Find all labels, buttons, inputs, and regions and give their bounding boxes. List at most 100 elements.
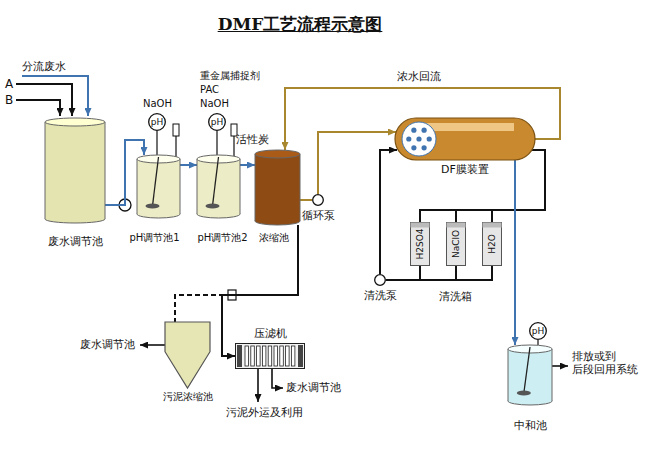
membrane-tube [416, 136, 421, 141]
tank-lid [447, 223, 466, 228]
flow-line [300, 199, 312, 201]
probe-circle [149, 114, 166, 131]
press-node: 压滤机 [235, 343, 305, 369]
node-shape [45, 118, 105, 223]
flow-line [386, 266, 420, 280]
flow-line [514, 160, 516, 345]
cone-node: 污泥浓缩池 [165, 322, 210, 388]
node-label: 废水调节池 [48, 235, 103, 248]
flow-line [492, 150, 545, 222]
stirrer-shaft [152, 157, 158, 206]
node-label: 压滤机 [254, 327, 287, 340]
cone-tank [165, 322, 210, 388]
flow-line [180, 164, 197, 166]
flow-line [380, 150, 397, 274]
flow-line [386, 266, 492, 280]
node-shape [137, 155, 180, 218]
node-shape [508, 345, 552, 405]
inlet-line [16, 100, 60, 116]
annotation: 清洗箱 [439, 290, 472, 303]
inlet-line [16, 84, 72, 116]
box-node: H2SO4 [410, 222, 430, 266]
node-label: pH [211, 117, 223, 128]
press-plate [274, 346, 278, 366]
flow-line [386, 266, 456, 280]
annotation: B [5, 93, 13, 107]
membrane-tube [422, 145, 427, 150]
stirrer-shaft [524, 347, 530, 393]
outlet-arrow [257, 369, 259, 402]
node-label: 浓缩池 [259, 232, 289, 244]
outlet-arrow [140, 344, 165, 346]
press-plate [257, 346, 261, 366]
tank-node: pH调节池2 [197, 155, 240, 218]
press-plate [280, 346, 284, 366]
node-label: 循环泵 [302, 209, 335, 222]
node-shape [395, 118, 535, 160]
membrane-end [402, 122, 436, 156]
press-head [237, 345, 242, 367]
tank-body [137, 159, 180, 214]
node-label: pH调节池2 [197, 232, 247, 244]
membrane-tube [411, 128, 416, 133]
node-label: pH [151, 117, 163, 128]
annotation: NaOH [200, 98, 229, 110]
node-label: DF膜装置 [441, 163, 489, 176]
annotation: 废水调节池 [80, 338, 135, 351]
node-shape [235, 343, 305, 369]
probe-node: pH [529, 322, 547, 340]
node-shape [165, 322, 210, 388]
tank-node: pH调节池1 [137, 155, 180, 218]
node-label: 中和池 [514, 419, 547, 432]
annotation: 重金属捕捉剂 [200, 70, 260, 82]
annotation: 分流废水 [22, 60, 66, 73]
tank-lid [483, 223, 502, 228]
flow-line [156, 131, 157, 155]
tank-wall [137, 159, 180, 214]
annotation: A [5, 77, 13, 91]
probe-circle [530, 323, 547, 340]
node-label: pH [532, 326, 544, 337]
node-shape [255, 150, 300, 225]
node-shape [197, 155, 240, 218]
flow-label: 浓水回流 [395, 70, 443, 83]
node-shape [374, 274, 386, 286]
tank-body [197, 159, 240, 214]
node-label: H2O [487, 234, 498, 254]
probe-node: pH [148, 113, 166, 131]
stirrer-shaft [212, 157, 218, 206]
node-label: 污泥浓缩池 [163, 391, 213, 403]
press-plate [245, 346, 249, 366]
tank-top [255, 150, 300, 158]
press-plate [251, 346, 255, 366]
tank-box [447, 223, 466, 266]
probe-node: pH [208, 113, 226, 131]
pump-circle [375, 275, 386, 286]
membrane-tube [427, 136, 432, 141]
membrane-tube [422, 128, 427, 133]
node-label: NaClO [451, 230, 462, 258]
inlet-line [22, 76, 88, 116]
press-head [298, 345, 303, 367]
flow-line [222, 225, 298, 356]
press-frame [236, 344, 305, 369]
membrane-tube [406, 136, 411, 141]
node-label: pH调节池1 [129, 232, 179, 244]
flow-line [240, 164, 255, 166]
stirrer-paddle [205, 204, 219, 209]
annotation: 污泥外运及利用 [226, 406, 303, 419]
tank-top [45, 118, 105, 126]
capsule-node: DF膜装置 [395, 118, 535, 160]
flow-line [456, 150, 545, 222]
tank-node: 浓缩池 [255, 150, 300, 225]
press-plate [268, 346, 272, 366]
pump-circle [313, 195, 324, 206]
box-node: NaClO [446, 222, 466, 266]
tank-box [483, 223, 502, 266]
tank-body [255, 154, 300, 221]
stirrer-paddle [145, 204, 159, 209]
stirrer-paddle [517, 391, 531, 396]
box-node: H2O [482, 222, 502, 266]
annotation: NaOH [143, 98, 172, 110]
tank-wall [45, 122, 105, 219]
